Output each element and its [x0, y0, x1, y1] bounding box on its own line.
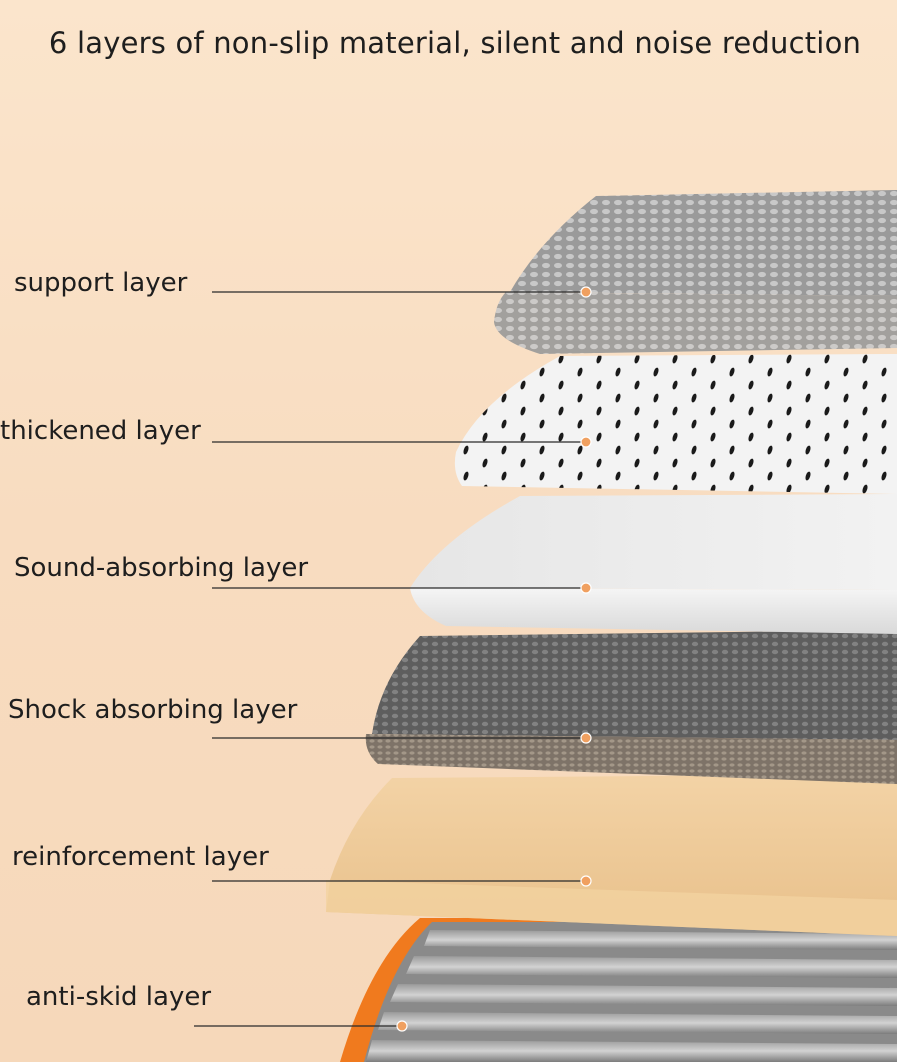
marker-anti-skid [396, 1020, 408, 1032]
marker-thickened [580, 436, 592, 448]
label-reinforcement-layer: reinforcement layer [12, 842, 269, 872]
label-anti-skid-layer: anti-skid layer [26, 982, 212, 1012]
marker-shock-absorbing [580, 732, 592, 744]
label-shock-absorbing-layer: Shock absorbing layer [8, 695, 298, 725]
marker-sound-absorbing [580, 582, 592, 594]
thickened-layer [454, 354, 897, 494]
support-layer [494, 190, 897, 354]
marker-support [580, 286, 592, 298]
label-thickened-layer: thickened layer [0, 416, 201, 446]
label-support-layer: support layer [14, 268, 188, 298]
shock-absorbing-layer [365, 630, 897, 784]
sound-absorbing-layer [410, 494, 897, 634]
leader-lines [194, 291, 586, 1027]
page-title: 6 layers of non-slip material, silent an… [48, 26, 862, 60]
anti-skid-layer [340, 918, 897, 1062]
reinforcement-layer [326, 774, 897, 936]
marker-reinforcement [580, 875, 592, 887]
label-sound-absorbing-layer: Sound-absorbing layer [14, 553, 309, 583]
